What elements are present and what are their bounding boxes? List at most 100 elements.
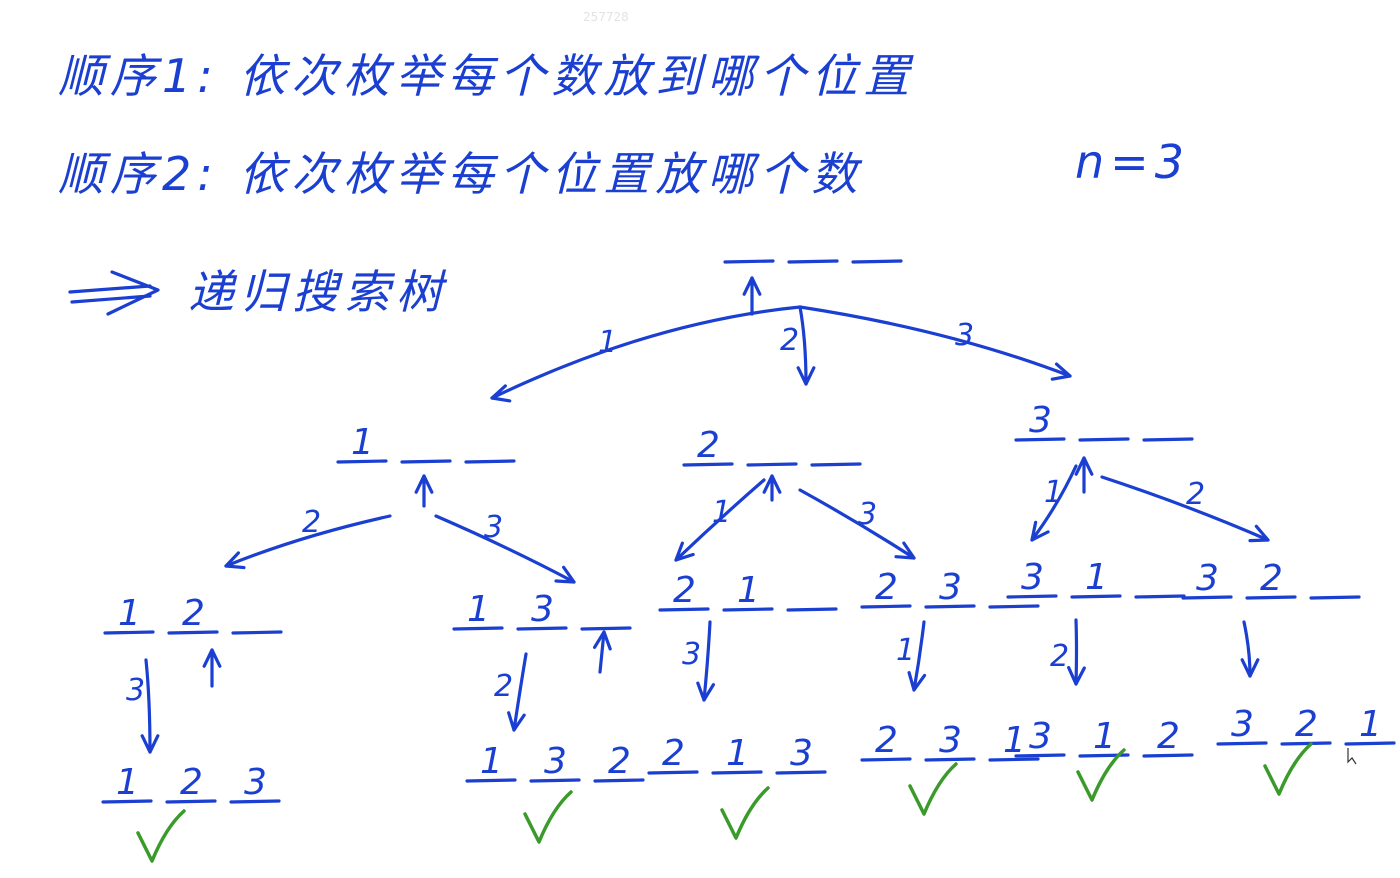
slot-underline [1344,741,1396,746]
up-arrow-icon [414,474,434,494]
slot-underline [580,626,632,631]
slot-digit: 2 [1295,704,1318,745]
slot-digit: 2 [180,762,203,803]
slot-underline [231,630,283,635]
slot-underline [786,607,838,612]
slot-underline [452,626,504,631]
edge-label: 1 [1044,475,1063,510]
tree-edge-n2-n21: 1 [674,478,766,562]
check-icon [136,809,186,863]
check-icon [720,786,770,840]
arrow-head-icon [140,734,160,754]
slot-underline [860,604,912,609]
check-icon [523,790,573,844]
edge-label: 1 [896,633,915,668]
backtrack-arrow-icon [742,276,762,316]
order2-heading: 顺序2: 依次枚举每个位置放哪个数 [58,147,863,201]
slot-underline [860,757,912,762]
slot-digit: 3 [1029,716,1052,757]
tree-edge-root-n2: 2 [780,305,816,386]
edge-line [674,478,766,562]
tree-edge-n1-n12: 2 [224,505,392,570]
slot-underline [103,630,155,635]
slot-digit: 1 [467,589,490,630]
slot-underline [167,630,219,635]
tree-edge-root-n1: 1 [490,305,802,403]
edge-label: 2 [780,323,799,358]
arrow-head-icon [507,711,526,732]
slot-digit: 3 [244,762,267,803]
tree-node-n3: 3 [1014,400,1194,442]
check-icon [1263,742,1313,796]
up-arrow-icon [742,276,762,296]
edge-label: 3 [955,318,974,353]
tree-title: 递归搜索树 [188,265,448,319]
slot-digit: 3 [939,567,962,608]
slot-digit: 1 [737,570,760,611]
edge-label: 3 [682,637,701,672]
slot-underline [988,757,1040,762]
slot-underline [465,778,517,783]
arrow-head-icon [1248,524,1270,543]
tree-node-root [723,259,903,264]
slot-underline [165,799,217,804]
slot-digit: 3 [939,720,962,761]
backtrack-arrows [202,276,1094,688]
tree-edge-n32-n321 [1240,620,1260,678]
tree-edge-n3-n31: 1 [1030,464,1078,542]
slot-underline [1181,595,1233,600]
slot-underline [1142,437,1194,442]
edge-line [144,658,152,754]
slot-digit: 1 [1093,716,1116,757]
slot-digit: 3 [1029,400,1052,441]
valid-checkmarks [136,742,1313,863]
arrow-head-icon [490,384,512,403]
slot-digit: 1 [480,741,503,782]
slot-digit: 2 [182,593,205,634]
slot-digit: 3 [1231,704,1254,745]
slot-underline [400,459,452,464]
backtrack-arrow-icon [592,630,612,674]
edge-line [1030,464,1078,542]
slot-underline [1280,741,1332,746]
tree-edge-n12-n123: 3 [126,658,160,754]
slot-underline [101,799,153,804]
up-arrow-icon [762,474,782,494]
arrow-head-icon [674,541,695,562]
arrow-head-icon [1067,665,1086,686]
arrow-head-icon [224,551,246,570]
backtrack-arrow-icon [202,648,222,688]
tree-edge-n1-n13: 3 [434,510,576,584]
slot-underline [1134,594,1186,599]
edge-label: 2 [494,669,513,704]
edge-line [798,305,1072,378]
slot-underline [1070,594,1122,599]
backtrack-arrow-icon [1074,456,1094,494]
slot-underline [1078,437,1130,442]
cursor-icon [1347,748,1357,765]
slot-underline [658,607,710,612]
slot-underline [593,778,645,783]
slot-underline [1014,437,1066,442]
up-arrow-icon [592,630,612,651]
slot-digit: 1 [1085,557,1108,598]
edge-line [702,620,712,702]
double-arrow-icon [68,270,160,316]
edge-label: 3 [484,510,503,545]
slot-digit: 3 [790,733,813,774]
slot-digit: 2 [1260,558,1283,599]
slot-digit: 1 [1359,704,1382,745]
edge-line [1242,620,1252,678]
slot-digit: 2 [697,425,720,466]
slot-underline [787,259,839,264]
watermark: 257728 [583,10,629,24]
slot-underline [1216,741,1268,746]
